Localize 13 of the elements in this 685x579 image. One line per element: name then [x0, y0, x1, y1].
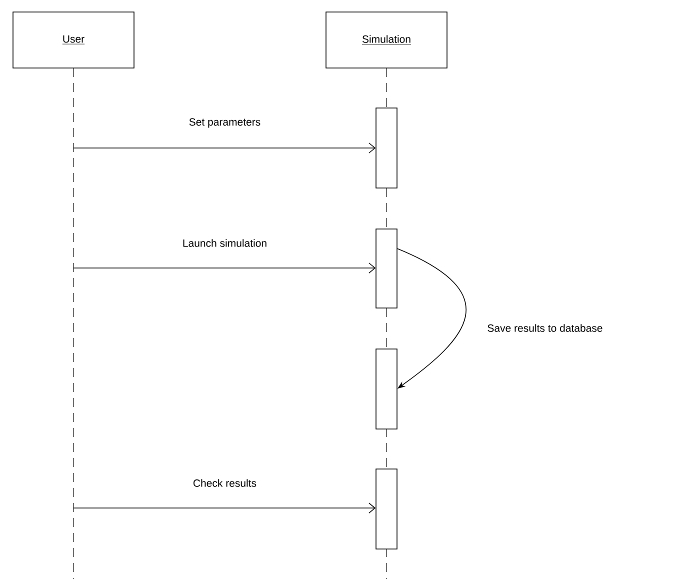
message-label: Save results to database: [486, 323, 604, 333]
message-arrow: [73, 502, 376, 514]
message-label: Check results: [192, 478, 258, 488]
activation-bar: [376, 228, 398, 308]
activation-bar: [376, 108, 398, 188]
activation-bar: [376, 468, 398, 550]
object-box: User: [12, 12, 134, 68]
message-arrow: [73, 142, 376, 154]
message-label: Set parameters: [188, 117, 262, 129]
message-label: Launch simulation: [181, 238, 268, 248]
object-box: Simulation: [326, 12, 448, 68]
message-arrow: [73, 262, 376, 274]
activation-bar: [376, 348, 398, 430]
